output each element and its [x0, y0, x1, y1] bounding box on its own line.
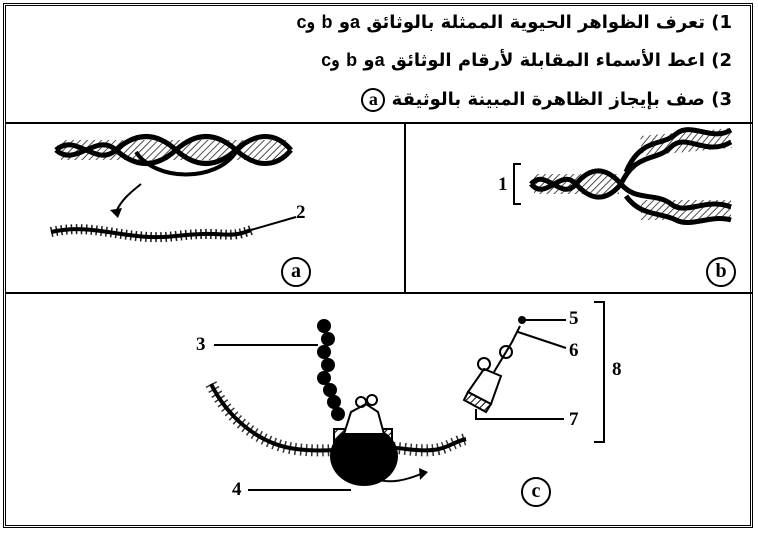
- annotation-3: 3: [196, 334, 206, 355]
- ribosome: [330, 394, 398, 486]
- figure-b-label: b: [706, 257, 736, 287]
- arrow-down-icon: [115, 183, 142, 213]
- question-3-ref-a: a: [361, 88, 386, 112]
- question-1-number: 1): [711, 12, 732, 33]
- question-3-number: 3): [711, 89, 732, 110]
- question-1-ref-a: a: [350, 12, 361, 32]
- dna-helix-daughter-top: [618, 127, 733, 186]
- mrna-strand: [49, 224, 253, 243]
- annotation-8: 8: [612, 359, 622, 380]
- question-1-and: و: [338, 12, 351, 33]
- trna-molecule: [462, 316, 526, 414]
- annotation-2: 2: [296, 202, 306, 223]
- replication-illustration: [513, 127, 733, 226]
- annotation-line-6: [517, 331, 567, 349]
- annotation-4: 4: [232, 479, 242, 500]
- question-1-ref-c: وc: [296, 12, 316, 32]
- question-3: 3) صف بإيجاز الظاهرة المبينة بالوثيقة a: [361, 88, 732, 112]
- question-2-ref-c: وc: [321, 50, 340, 70]
- bracket-8: [594, 301, 605, 443]
- figure-c-label: c: [521, 477, 551, 507]
- annotation-5: 5: [569, 308, 579, 329]
- dna-helix: [54, 134, 293, 177]
- annotation-7: 7: [569, 409, 579, 430]
- question-2-and: و: [363, 50, 375, 71]
- figure-a-panel: 2 a: [6, 122, 406, 294]
- questions-section: 1) تعرف الظواهر الحيوية الممثلة بالوثائق…: [6, 6, 752, 124]
- annotation-6: 6: [569, 340, 579, 361]
- question-1-text: تعرف الظواهر الحيوية الممثلة بالوثائق: [366, 12, 705, 33]
- bracket-1: [513, 163, 521, 205]
- question-2-text: اعط الأسماء المقابلة لأرقام الوثائق: [390, 50, 705, 71]
- dna-helix-daughter-bottom: [619, 182, 732, 226]
- question-2-ref-a: a: [374, 50, 385, 70]
- polypeptide-chain: [317, 319, 345, 421]
- arrow-right-icon: [375, 473, 422, 483]
- figure-b-panel: 1 b: [406, 122, 752, 294]
- transcription-illustration: [49, 134, 297, 243]
- question-1-ref-b: b: [321, 12, 333, 32]
- document-frame: [3, 3, 753, 528]
- question-2: 2) اعط الأسماء المقابلة لأرقام الوثائق a…: [321, 50, 732, 71]
- annotation-line-7: [475, 409, 564, 420]
- figure-c-panel: 3 4 5 6 7 8 c: [6, 294, 752, 518]
- translation-illustration: [205, 301, 605, 491]
- annotation-1: 1: [498, 174, 508, 195]
- question-1: 1) تعرف الظواهر الحيوية الممثلة بالوثائق…: [297, 12, 732, 33]
- dna-helix-parent: [529, 168, 623, 200]
- figure-a-label: a: [281, 257, 311, 287]
- question-2-ref-b: b: [346, 50, 358, 70]
- annotation-line-2: [250, 216, 297, 231]
- question-3-text: صف بإيجاز الظاهرة المبينة بالوثيقة: [391, 89, 705, 110]
- question-2-number: 2): [711, 50, 732, 71]
